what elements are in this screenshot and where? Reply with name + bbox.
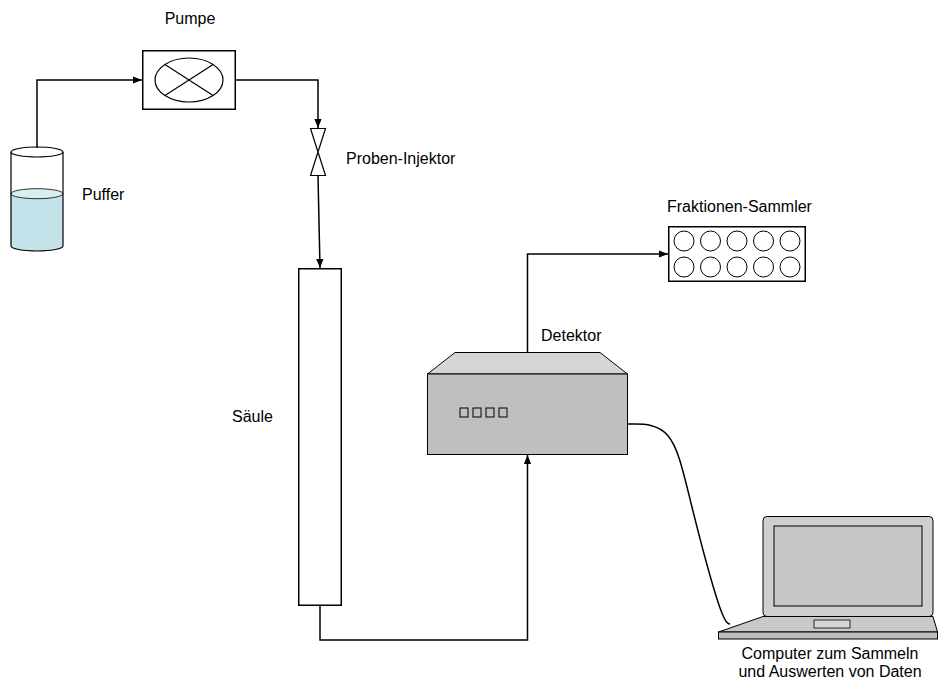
laptop-touchpad [814,620,850,628]
detector-button [473,408,481,417]
fraction-collector: Fraktionen-Sammler [668,226,806,282]
collector-rack [669,227,806,282]
part-label: Pumpe [165,10,216,28]
detector-button [499,408,507,417]
detector-shape [427,352,628,455]
computer-shape [718,516,938,640]
column-tube [299,269,342,606]
collection-tube [701,257,721,277]
buffer-liquid [11,194,63,251]
fraction-collector-shape [668,226,806,282]
detector-button [460,408,468,417]
pump-shape [142,50,236,110]
detector: Detektor [427,352,628,455]
part-label: Computer zum Sammeln und Auswerten von D… [732,645,928,680]
buffer-beaker: Puffer [10,146,64,252]
pump-housing [143,51,236,110]
part-label: Puffer [82,186,124,204]
collection-tube [780,231,800,251]
flow-tube [37,80,142,148]
collection-tube [754,231,774,251]
laptop-display [774,526,922,606]
part-label: Säule [232,408,273,426]
pump-cross [165,64,213,95]
liquid-surface [11,189,63,199]
part-label: Fraktionen-Sammler [667,198,812,216]
collection-tube [674,231,694,251]
pump: Pumpe [142,50,236,110]
beaker-outline [11,152,63,251]
column-shape [298,268,342,606]
flow-tube [236,80,318,128]
laptop-keyboard [719,617,938,633]
collection-tube [727,257,747,277]
part-label: Proben-Injektor [346,150,455,168]
column: Säule [298,268,342,606]
detector-box [428,374,628,455]
buffer-beaker-shape [10,146,64,252]
collection-tube [754,257,774,277]
detector-button [486,408,494,417]
sample-injector-shape [310,128,326,176]
computer: Computer zum Sammeln und Auswerten von D… [718,516,938,640]
collection-tube [727,231,747,251]
flow-tube [528,254,669,352]
pump-rotor [155,58,223,102]
laptop-base [719,632,938,639]
data-cable [628,424,730,624]
detector-top [428,353,628,375]
flow-tube [318,176,320,268]
part-label: Detektor [541,327,601,345]
injector-valve [311,129,326,176]
flow-tube [320,455,528,640]
collection-tube [674,257,694,277]
sample-injector: Proben-Injektor [310,128,326,176]
collection-tube [780,257,800,277]
collection-tube [701,231,721,251]
beaker-rim [11,147,63,157]
laptop-screen-frame [763,517,933,617]
